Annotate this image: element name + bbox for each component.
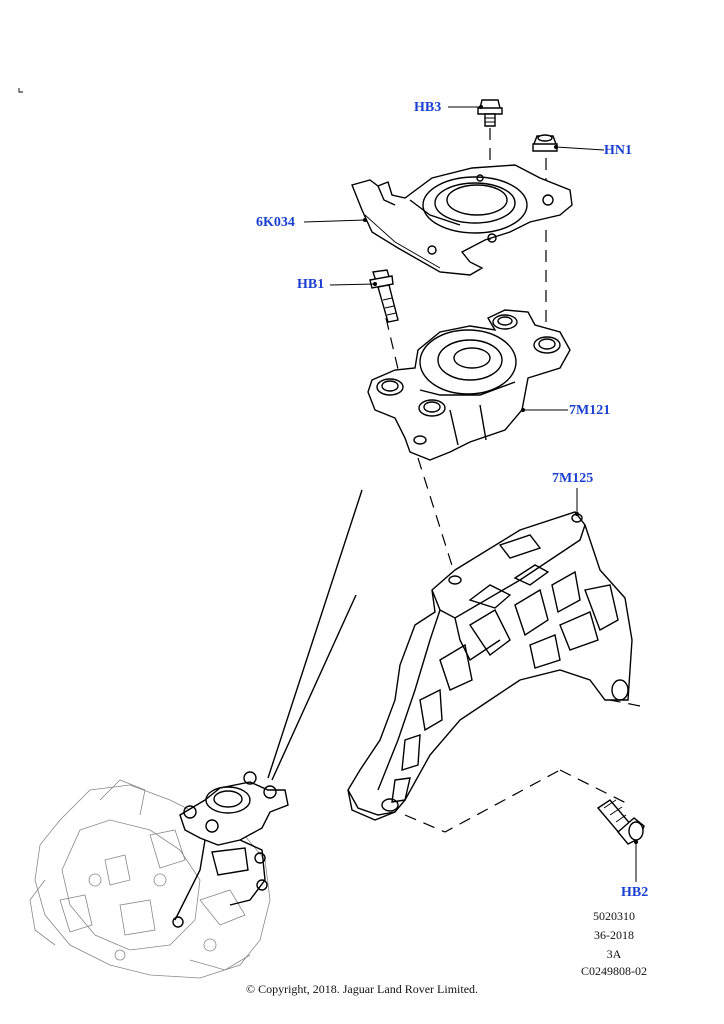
bolt-hb2 bbox=[596, 799, 645, 845]
callout-hb3: HB3 bbox=[414, 100, 442, 115]
bracket-plate-6k034 bbox=[351, 164, 573, 276]
callout-hb1: HB1 bbox=[297, 277, 325, 292]
transmission-assembly-context bbox=[29, 771, 289, 979]
support-bracket-7m125 bbox=[347, 511, 633, 821]
bolt-hb1 bbox=[369, 269, 399, 323]
callout-7m125: 7M125 bbox=[552, 471, 594, 486]
callout-hn1: HN1 bbox=[604, 143, 632, 158]
reference-line-3: 3A bbox=[606, 947, 622, 961]
engine-mount-7m121 bbox=[367, 309, 571, 461]
reference-line-2: 36-2018 bbox=[594, 928, 634, 942]
nut-hn1 bbox=[532, 134, 558, 152]
callout-hb2: HB2 bbox=[621, 885, 649, 900]
reference-line-1: 5020310 bbox=[593, 909, 635, 923]
callout-7m121: 7M121 bbox=[569, 403, 611, 418]
detail-view-lines bbox=[267, 489, 363, 781]
bolt-hb3 bbox=[477, 99, 503, 127]
reference-line-4: C0249808-02 bbox=[581, 964, 647, 978]
callout-6k034: 6K034 bbox=[256, 215, 295, 230]
leader-lines bbox=[303, 105, 638, 882]
copyright-notice: © Copyright, 2018. Jaguar Land Rover Lim… bbox=[245, 982, 479, 996]
corner-mark bbox=[18, 88, 23, 93]
